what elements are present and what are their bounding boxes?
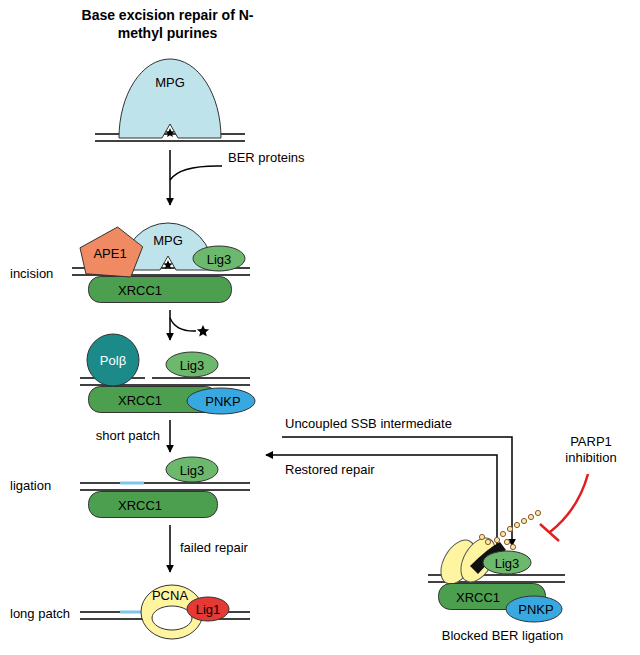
stage-label: BER proteins — [228, 150, 305, 166]
protein-oval: Lig3 — [165, 351, 219, 378]
stage-label: long patch — [10, 606, 70, 622]
protein-name: XRCC1 — [118, 283, 162, 296]
pathway-arrows — [170, 150, 512, 572]
endonuclease-shape: APE1 — [78, 226, 144, 278]
protein-name: Lig3 — [207, 252, 232, 265]
protein-name: XRCC1 — [118, 498, 162, 511]
protein-oval: Lig3 — [192, 245, 246, 272]
protein-name: XRCC1 — [118, 393, 162, 406]
protein-name: PCNA — [152, 589, 188, 602]
stage-label: ligation — [10, 478, 51, 494]
stage-label: Blocked BER ligation — [420, 628, 585, 644]
protein-name: Polβ — [100, 354, 126, 367]
protein-name: MPG — [153, 234, 183, 247]
scaffold-box: XRCC1 — [88, 491, 218, 518]
protein-name: Lig3 — [180, 463, 205, 476]
released-base — [197, 325, 209, 337]
protein-name: APE1 — [93, 247, 126, 260]
stage-label: incision — [10, 266, 53, 282]
protein-name: MPG — [155, 76, 185, 89]
protein-oval: Lig1 — [186, 596, 230, 622]
protein-oval: PNKP — [505, 595, 563, 623]
stage-label: PARP1 inhibition — [546, 434, 636, 465]
protein-oval: Lig3 — [165, 456, 219, 483]
protein-oval: Polβ — [86, 333, 140, 387]
figure-title: Base excision repair of N-methyl purines — [60, 6, 275, 42]
inhibition-symbol — [540, 474, 588, 541]
scaffold-box: XRCC1 — [88, 276, 232, 303]
stage-label: Restored repair — [285, 462, 375, 478]
new-dna-patch — [120, 482, 144, 485]
shape-outline — [118, 58, 222, 138]
protein-oval: Lig3 — [482, 550, 532, 575]
stage-label: failed repair — [180, 540, 248, 556]
protein-name: Lig3 — [495, 556, 520, 569]
protein-name: Lig1 — [196, 603, 221, 616]
stage-label: Uncoupled SSB intermediate — [285, 416, 452, 432]
protein-name: Lig3 — [180, 358, 205, 371]
protein-name: PNKP — [518, 603, 553, 616]
protein-name: XRCC1 — [456, 590, 500, 603]
protein-name: PNKP — [205, 395, 240, 408]
glycosylase-shape: MPG — [118, 58, 222, 138]
stage-label: short patch — [60, 428, 160, 444]
dna-strands — [72, 134, 565, 619]
protein-oval: PNKP — [186, 387, 256, 415]
parp1-complex — [434, 510, 541, 589]
